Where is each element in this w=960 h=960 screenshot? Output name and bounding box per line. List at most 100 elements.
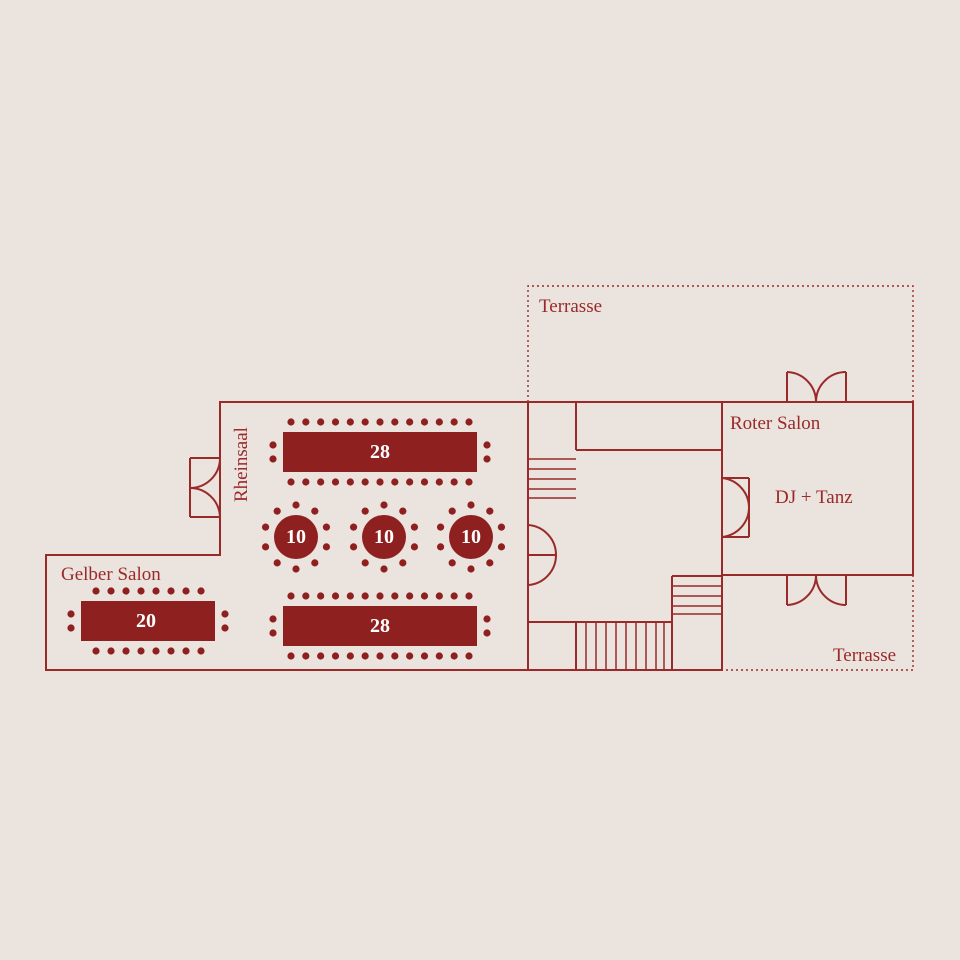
chair-gelber-salon xyxy=(67,610,75,618)
door-rheinsaal-left xyxy=(189,457,222,518)
chair-round-table-3 xyxy=(467,501,475,509)
chair-rheinsaal-bottom xyxy=(331,592,340,600)
chair-rheinsaal-top xyxy=(420,478,429,486)
stair-hall xyxy=(527,401,723,671)
chair-round-table-3 xyxy=(436,523,445,531)
table-rheinsaal-top-count: 28 xyxy=(370,441,390,463)
chair-rheinsaal-bottom xyxy=(302,592,310,600)
terrace-outline xyxy=(527,285,914,671)
label-roter-salon: Roter Salon xyxy=(730,413,821,434)
chair-gelber-salon xyxy=(122,587,130,595)
chair-round-table-1 xyxy=(311,507,319,515)
label-dj-tanz: DJ + Tanz xyxy=(775,487,853,508)
chair-rheinsaal-top xyxy=(331,478,340,486)
chair-round-table-2 xyxy=(380,565,388,573)
chair-gelber-salon xyxy=(92,647,100,655)
chair-gelber-salon xyxy=(197,587,205,595)
table-rheinsaal-bottom-count: 28 xyxy=(370,615,390,637)
chair-rheinsaal-bottom xyxy=(346,592,354,600)
chair-rheinsaal-top xyxy=(483,441,491,449)
chair-rheinsaal-top xyxy=(406,478,414,486)
chair-gelber-salon xyxy=(67,624,75,632)
chair-gelber-salon xyxy=(221,624,229,632)
chair-round-table-1 xyxy=(261,543,270,551)
chair-rheinsaal-bottom xyxy=(406,592,414,600)
chair-rheinsaal-top xyxy=(287,478,295,486)
round-table-2-count: 10 xyxy=(374,526,394,548)
chair-round-table-3 xyxy=(467,565,475,573)
chair-round-table-3 xyxy=(448,559,456,567)
chair-gelber-salon xyxy=(182,587,190,595)
chair-rheinsaal-top xyxy=(287,418,295,426)
chair-round-table-3 xyxy=(436,543,445,551)
chair-round-table-3 xyxy=(486,507,494,515)
table-gelber-salon xyxy=(81,601,215,641)
chair-round-table-2 xyxy=(361,507,369,515)
chair-rheinsaal-top xyxy=(361,418,369,426)
chair-round-table-2 xyxy=(399,507,407,515)
chair-rheinsaal-bottom xyxy=(483,615,491,623)
stairs-right xyxy=(672,585,722,615)
label-terrasse-bottom: Terrasse xyxy=(833,645,896,666)
chair-rheinsaal-bottom xyxy=(406,652,414,660)
chair-rheinsaal-bottom xyxy=(269,615,277,623)
chair-round-table-1 xyxy=(261,523,270,531)
chair-round-table-1 xyxy=(273,559,281,567)
door-roter-salon-left xyxy=(721,477,751,538)
chair-rheinsaal-top xyxy=(435,418,443,426)
chair-rheinsaal-top xyxy=(269,455,277,463)
main-hall-walls xyxy=(45,401,528,671)
chair-round-table-2 xyxy=(380,501,388,509)
chair-gelber-salon xyxy=(122,647,130,655)
chair-rheinsaal-bottom xyxy=(420,652,429,660)
chair-rheinsaal-bottom xyxy=(483,629,491,637)
chair-gelber-salon xyxy=(152,587,160,595)
chair-round-table-3 xyxy=(497,543,506,551)
chair-gelber-salon xyxy=(221,610,229,618)
chair-gelber-salon xyxy=(197,647,205,655)
roter-salon-walls xyxy=(721,401,914,576)
chair-rheinsaal-top xyxy=(331,418,340,426)
chair-rheinsaal-bottom xyxy=(317,592,325,600)
chair-round-table-1 xyxy=(322,543,331,551)
chair-rheinsaal-bottom xyxy=(435,592,443,600)
chair-rheinsaal-top xyxy=(483,455,491,463)
chair-rheinsaal-top xyxy=(269,441,277,449)
chair-rheinsaal-top xyxy=(346,418,354,426)
chair-rheinsaal-bottom xyxy=(287,652,295,660)
chair-rheinsaal-top xyxy=(346,478,354,486)
chair-rheinsaal-top xyxy=(465,478,473,486)
chair-rheinsaal-top xyxy=(391,418,399,426)
chair-rheinsaal-top xyxy=(302,418,310,426)
table-rheinsaal-top xyxy=(283,432,477,472)
chair-rheinsaal-top xyxy=(465,418,473,426)
chair-rheinsaal-bottom xyxy=(450,652,458,660)
chair-rheinsaal-top xyxy=(317,418,325,426)
chair-gelber-salon xyxy=(107,647,115,655)
chair-round-table-2 xyxy=(410,523,419,531)
table-gelber-salon-count: 20 xyxy=(136,610,156,632)
chair-gelber-salon xyxy=(137,587,145,595)
chair-rheinsaal-bottom xyxy=(317,652,325,660)
chair-round-table-2 xyxy=(410,543,419,551)
chair-rheinsaal-top xyxy=(450,478,458,486)
chair-rheinsaal-bottom xyxy=(361,592,369,600)
chairs xyxy=(67,418,506,660)
chair-rheinsaal-top xyxy=(361,478,369,486)
chair-round-table-1 xyxy=(292,501,300,509)
chair-rheinsaal-bottom xyxy=(269,629,277,637)
chair-rheinsaal-bottom xyxy=(361,652,369,660)
chair-rheinsaal-bottom xyxy=(450,592,458,600)
chair-rheinsaal-bottom xyxy=(465,592,473,600)
chair-gelber-salon xyxy=(107,587,115,595)
chair-round-table-3 xyxy=(497,523,506,531)
chair-rheinsaal-bottom xyxy=(376,652,384,660)
round-table-2 xyxy=(362,515,406,559)
chair-rheinsaal-top xyxy=(391,478,399,486)
round-table-1 xyxy=(274,515,318,559)
chair-rheinsaal-top xyxy=(406,418,414,426)
chair-rheinsaal-bottom xyxy=(287,592,295,600)
chair-rheinsaal-bottom xyxy=(302,652,310,660)
chair-rheinsaal-bottom xyxy=(391,652,399,660)
